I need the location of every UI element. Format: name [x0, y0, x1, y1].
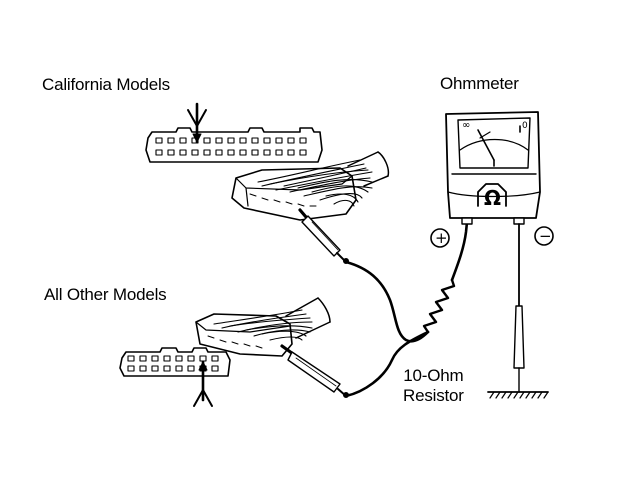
- california-connector-body: [231, 151, 390, 221]
- ground-symbol-icon: [487, 391, 549, 399]
- ohmmeter-label: Ohmmeter: [440, 74, 519, 93]
- resistor-symbol: [422, 278, 456, 334]
- other-pin-row-top: [127, 355, 219, 362]
- svg-text:−: −: [539, 227, 552, 245]
- all-other-models-label: All Other Models: [44, 285, 167, 304]
- svg-text:+: +: [435, 229, 448, 247]
- other-wire-bundle: [213, 309, 313, 341]
- other-connector-face: [119, 347, 231, 407]
- resistor-label-line1: 10-Ohm: [403, 366, 464, 385]
- california-pin-row-bottom: [155, 149, 307, 156]
- other-probe-pointer-icon: [193, 360, 213, 407]
- california-pin-row-top: [155, 137, 307, 144]
- test-lead-positive: [450, 220, 469, 282]
- california-models-label: California Models: [42, 75, 170, 94]
- other-back-probe: [280, 344, 349, 398]
- ohmmeter-needle: [477, 129, 495, 161]
- california-cavity-marks: [249, 193, 317, 207]
- test-lead-california: [344, 260, 430, 343]
- positive-terminal-icon: +: [430, 228, 450, 248]
- ohmmeter-scale-infinity: ∞: [462, 120, 470, 131]
- other-connector-body: [195, 297, 331, 357]
- other-cavity-marks: [207, 335, 263, 349]
- resistor-label: 10-Ohm Resistor: [403, 366, 464, 406]
- california-connector-face: [145, 102, 323, 163]
- other-pin-row-bottom: [127, 365, 219, 372]
- california-back-probe: [298, 208, 349, 264]
- ohmmeter-body: [445, 111, 541, 225]
- ohmmeter-scale-zero: 0: [522, 121, 528, 131]
- ohmmeter-selector-knob[interactable]: [477, 183, 507, 207]
- ohmmeter-dial-window: [457, 117, 531, 169]
- test-lead-other: [344, 330, 430, 398]
- other-cable-sheath: [285, 297, 331, 339]
- california-cable-sheath: [347, 151, 390, 187]
- resistor-label-line2: Resistor: [403, 386, 464, 405]
- california-probe-pointer-icon: [187, 102, 207, 144]
- ohm-symbol-icon: Ω: [484, 186, 501, 210]
- california-wire-bundle: [257, 159, 373, 207]
- ground-probe: [513, 223, 525, 393]
- negative-terminal-icon: −: [534, 226, 554, 246]
